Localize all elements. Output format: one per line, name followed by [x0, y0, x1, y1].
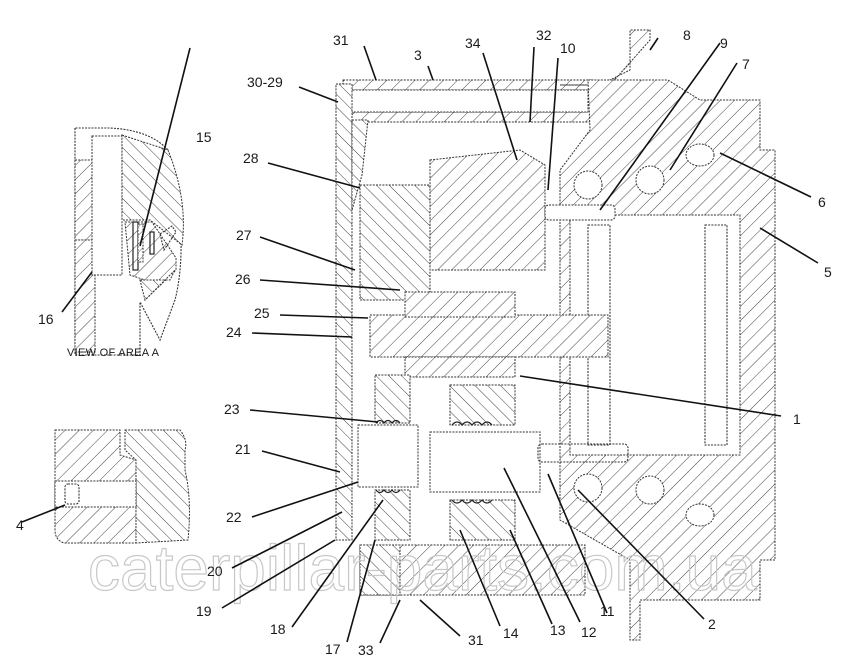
callout-2: 2: [708, 616, 716, 632]
callout-32: 32: [536, 27, 552, 43]
callout-8: 8: [683, 27, 691, 43]
callout-33: 33: [358, 642, 374, 658]
callout-6: 6: [818, 194, 826, 210]
callout-31-top: 31: [333, 32, 349, 48]
callout-26: 26: [235, 271, 251, 287]
callout-12: 12: [581, 624, 597, 640]
callout-25: 25: [254, 305, 270, 321]
watermark: caterpillar-parts.com.ua: [88, 532, 757, 604]
callout-30-29: 30-29: [247, 74, 283, 90]
callout-4: 4: [16, 517, 24, 533]
view-of-area-a-caption: VIEW OF AREA A: [67, 347, 160, 359]
callout-1: 1: [793, 411, 801, 427]
callout-19: 19: [196, 603, 212, 619]
callout-20: 20: [207, 563, 223, 579]
callout-10: 10: [560, 40, 576, 56]
callout-31-bottom: 31: [468, 632, 484, 648]
callout-34: 34: [465, 35, 481, 51]
callout-16: 16: [38, 311, 54, 327]
callout-24: 24: [226, 324, 242, 340]
leader-lines: [21, 37, 819, 644]
callout-15: 15: [196, 129, 212, 145]
callout-21: 21: [235, 441, 251, 457]
callout-5: 5: [824, 264, 832, 280]
inset-detail-4: [54, 429, 190, 544]
callout-23: 23: [224, 401, 240, 417]
callout-17: 17: [325, 641, 341, 657]
inset-caption: VIEW OF AREA A: [67, 347, 160, 359]
callout-14: 14: [503, 625, 519, 641]
callout-labels: 31 3 34 32 10 30-29 8 9 7 6 5 1 15 16 4 …: [16, 27, 832, 658]
callout-18: 18: [270, 621, 286, 637]
callout-27: 27: [236, 227, 252, 243]
callout-22: 22: [226, 509, 242, 525]
callout-3: 3: [414, 47, 422, 63]
inset-view-area-a: [74, 127, 184, 356]
callout-13: 13: [550, 622, 566, 638]
callout-28: 28: [243, 150, 259, 166]
callout-7: 7: [742, 56, 750, 72]
callout-9: 9: [720, 35, 728, 51]
callout-11: 11: [600, 603, 615, 619]
main-section: [335, 29, 776, 641]
